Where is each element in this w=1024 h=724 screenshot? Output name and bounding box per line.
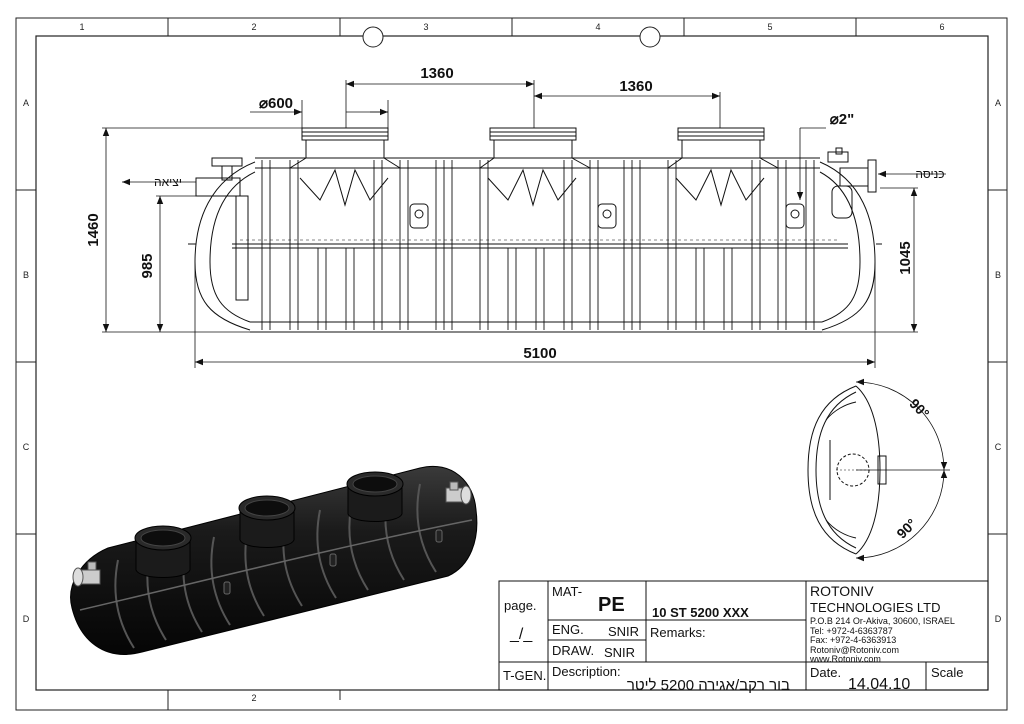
company-fax: Fax: +972-4-6363913: [810, 635, 897, 645]
row-label: B: [995, 270, 1001, 280]
dim-manhole-diameter: ⌀600: [259, 95, 293, 112]
company-name: ROTONIV: [810, 583, 874, 599]
col-label: 4: [595, 22, 600, 32]
row-label: C: [23, 442, 30, 452]
row-label: A: [995, 98, 1001, 108]
iso-manhole: [238, 495, 296, 548]
col-label: 5: [767, 22, 772, 32]
remarks-label: Remarks:: [650, 625, 706, 640]
date-label: Date.: [810, 665, 842, 680]
description-value: בור רקב/אגירה 5200 ליטר: [626, 677, 790, 694]
drawn-by-label: DRAW.: [552, 643, 595, 658]
col-label: 3: [423, 22, 428, 32]
tank-front-view: [188, 127, 882, 333]
dim-spacing-right: 1360: [619, 78, 652, 95]
inlet-label: כניסה: [915, 167, 944, 181]
manhole-neck: [289, 127, 401, 207]
dim-inlet-height: 1045: [897, 241, 914, 274]
outlet-label: יציאה: [154, 175, 182, 189]
flow-labels: יציאה כניסה: [154, 167, 945, 189]
dim-outlet-height: 985: [139, 253, 156, 278]
tank-end-view: [807, 378, 950, 562]
company-website: www.Rotoniv.com: [810, 654, 881, 664]
inlet-pipe: [827, 147, 882, 245]
page-value: _/_: [510, 626, 533, 643]
material-value: PE: [598, 594, 625, 616]
col-label: 2: [251, 693, 256, 703]
part-number: 10 ST 5200 XXX: [652, 605, 749, 620]
outlet-pipe: [188, 157, 249, 301]
grid-labels: 1 2 3 4 5 6 A B C D A B C D 2: [23, 22, 1002, 703]
engineer-label: ENG.: [552, 622, 584, 637]
dim-spacing-left: 1360: [420, 65, 453, 82]
col-label: 1: [79, 22, 84, 32]
angle-bottom: 90°: [893, 515, 919, 541]
description-label: Description:: [552, 664, 621, 679]
iso-manhole: [134, 525, 192, 578]
manhole-neck: [667, 127, 779, 207]
angle-top: 90°: [906, 395, 932, 421]
manhole-neck: [479, 127, 591, 207]
drawn-by-value: SNIR: [604, 645, 636, 660]
material-label: MAT-: [552, 584, 583, 599]
dim-overall-height: 1460: [85, 213, 102, 246]
iso-manhole: [346, 471, 404, 522]
iso-outlet-pipe: [72, 561, 101, 587]
company-email: Rotoniv@Rotoniv.com: [810, 645, 900, 655]
col-label: 2: [251, 22, 256, 32]
engineer-value: SNIR: [608, 624, 640, 639]
dimension-labels: 1360 1360 ⌀600 ⌀2" 1460 985 1045 5100: [85, 65, 914, 362]
company-address: P.O.B 214 Or-Akiva, 30600, ISRAEL: [810, 616, 955, 626]
title-block-frame: [498, 580, 989, 691]
row-label: C: [995, 442, 1002, 452]
row-label: D: [23, 614, 30, 624]
company-subtitle: TECHNOLOGIES LTD: [810, 600, 941, 615]
row-label: D: [995, 614, 1002, 624]
row-label: A: [23, 98, 29, 108]
row-label: B: [23, 270, 29, 280]
date-value: 14.04.10: [848, 676, 911, 693]
iso-inlet-pipe: [445, 481, 472, 505]
tank-isometric-view: [70, 465, 478, 655]
scale-label: Scale: [931, 665, 964, 680]
company-tel: Tel: +972-4-6363787: [810, 626, 893, 636]
dim-overall-length: 5100: [523, 345, 556, 362]
dimensions: [102, 80, 946, 368]
tgen-label: T-GEN.: [503, 668, 547, 683]
col-label: 6: [939, 22, 944, 32]
page-label: page.: [504, 598, 537, 613]
dim-pipe-diameter: ⌀2": [830, 111, 855, 128]
